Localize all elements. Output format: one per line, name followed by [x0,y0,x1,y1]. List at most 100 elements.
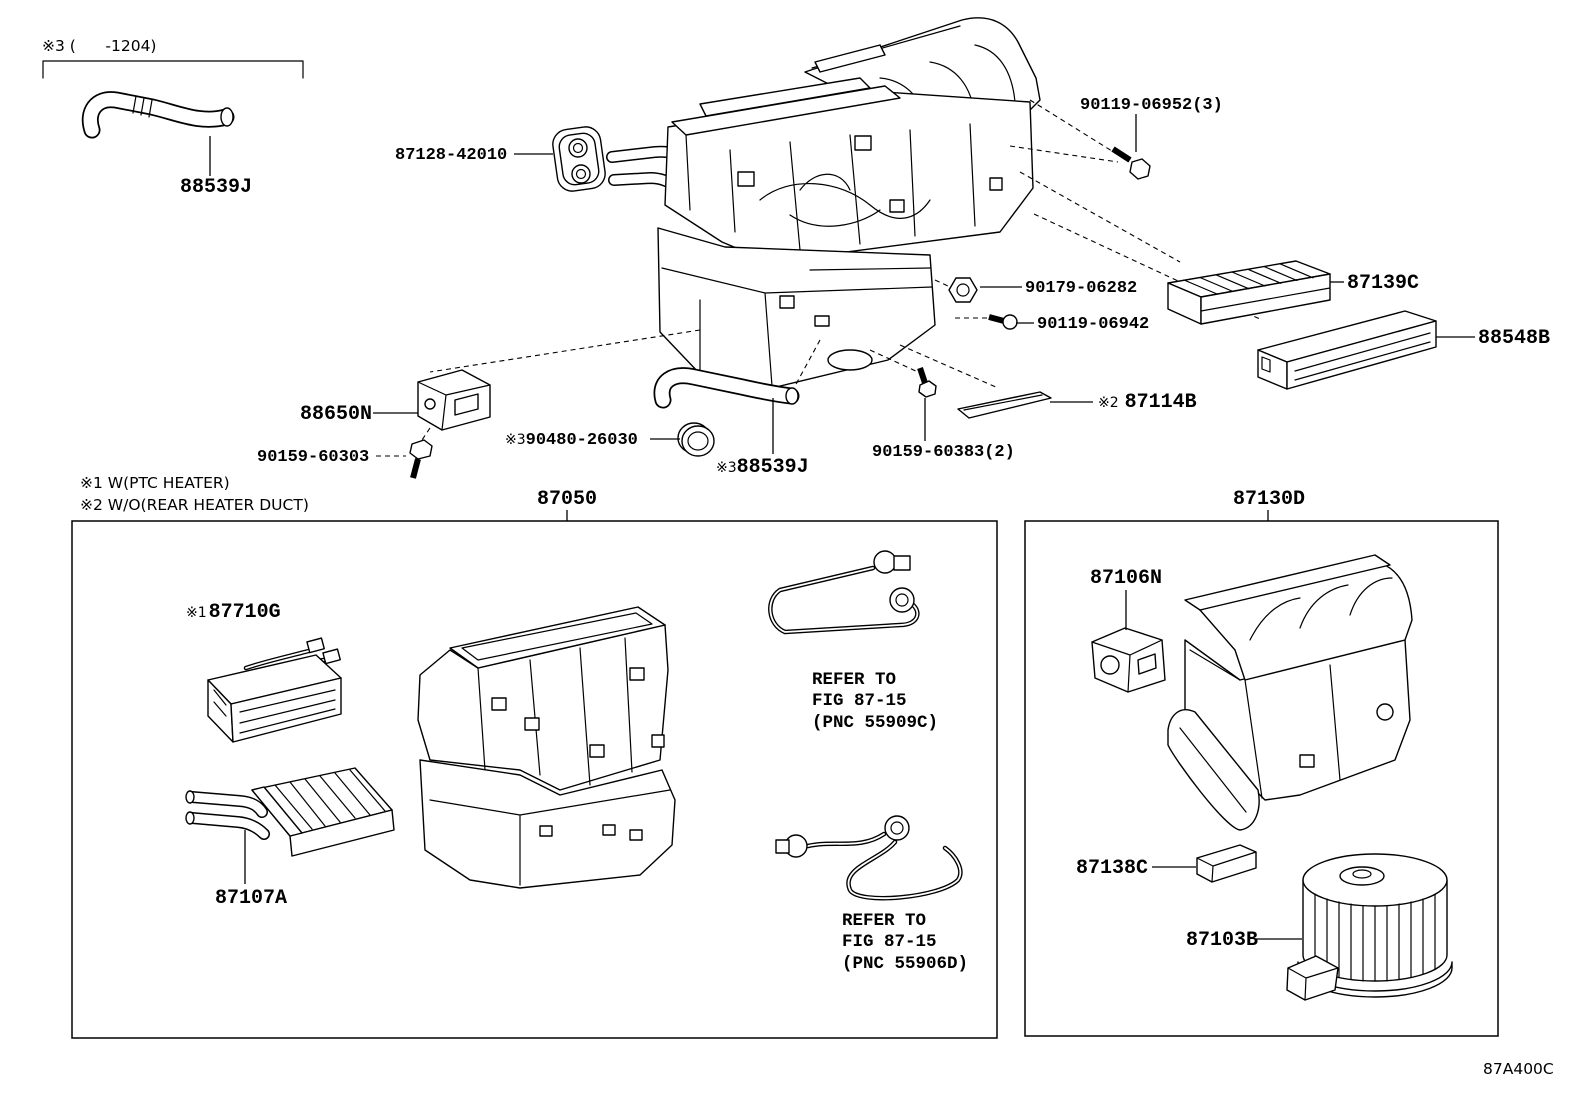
grommet-hole [687,431,709,451]
resistor-edges [1196,851,1257,883]
filter-pleats [1183,263,1331,312]
actuator-body [417,369,491,431]
lower-case [657,227,936,389]
actuator-edges [417,381,491,431]
ref-1-line-2: FIG 87-15 [812,691,907,711]
ref-2-line-3: (PNC 55906D) [842,954,968,974]
hose-end [220,107,234,127]
blower-case-detail [1189,577,1393,799]
marker-3: ※3 [505,432,526,448]
heater-core-87107a [185,767,395,857]
note-1: ※1 W(PTC HEATER) [80,474,230,492]
part-number: 87114B [1125,391,1197,414]
upper-bracket-4 [889,199,905,213]
servo-body [1091,627,1166,693]
ref-2-line-1: REFER TO [842,911,926,931]
actuator-connector [454,393,479,416]
drain-outlet [827,349,873,371]
upper-bracket-1 [737,171,755,187]
blower-case-duct-inner [1179,727,1247,813]
part-number: 88539J [737,456,809,479]
label-90119-06952: 90119-06952(3) [1080,96,1223,115]
case-top-frame [449,606,666,669]
screw-90159-60303 [409,439,433,479]
case-lower [419,759,676,889]
dash-screw-left [421,427,431,441]
hose-body [83,92,233,137]
fan-hub-center [1352,869,1372,879]
grommet-87128-42010 [552,126,606,192]
sensor-wire-b-outline [846,839,963,901]
lower-bracket-2 [814,315,830,327]
case-clip-2 [524,717,540,731]
motor-connector [1286,955,1339,1001]
servo-edges [1091,639,1163,693]
dash-nut [934,279,951,288]
sensor-harness-55909c [768,550,920,635]
case-clip-6 [539,825,553,837]
grommet-90480-26030 [677,422,715,457]
label-87106n: 87106N [1090,567,1162,590]
blower-resistor-87138c [1196,844,1257,883]
core-pipe-1-end [185,790,195,804]
upper-bracket-2 [854,135,872,151]
label-90159-60383: 90159-60383(2) [872,443,1015,462]
case-clip-8 [629,829,643,841]
hose-body [655,369,798,407]
blower-unit-box [1024,520,1499,1037]
grommet-hole-lower [571,164,591,184]
ref-1-line-3: (PNC 55909C) [812,713,938,733]
lower-bracket-1 [779,295,795,309]
dash-actuator [429,329,701,373]
nut-body [948,277,978,303]
heater-unit-box [71,520,998,1039]
ptc-heater-87710g [207,637,342,743]
label-88650n: 88650N [300,403,372,426]
motor-connector-edges [1287,967,1339,1001]
sensor-harness-55906d [775,815,963,901]
seal-body [957,391,1052,419]
marker-1: ※1 [186,605,207,621]
label-87107a: 87107A [215,887,287,910]
ptc-connector-1 [306,637,325,654]
upper-case-frame-top [699,77,871,117]
label-87138c: 87138C [1076,857,1148,880]
hose-end [785,387,799,405]
cover-detail [1261,332,1431,381]
heater-case [417,606,676,889]
sensor-connector-1 [893,555,911,571]
ptc-connector-2 [322,648,341,665]
grommet-hole-upper [568,138,588,158]
dash-bolt-2 [1009,145,1119,163]
core-fins [274,769,386,830]
case-clip-5 [651,734,665,748]
label-90179-06282: 90179-06282 [1025,279,1137,298]
label-87139c: 87139C [1347,272,1419,295]
label-87050: 87050 [537,488,597,511]
servo-gear [1100,655,1120,675]
sensor-head-2-inner [890,821,904,835]
seal-detail [963,394,1043,411]
filter-87139c [1167,260,1331,325]
ref-1-line-1: REFER TO [812,670,896,690]
hose-clamp [132,95,153,118]
screw-head [918,380,937,398]
label-88548b: 88548B [1478,327,1550,350]
filter-cover-88548b [1257,310,1437,390]
drawing-code: 87A400C [1483,1060,1554,1078]
duct-seal-87114b [957,391,1052,419]
upper-case [664,91,1034,263]
case-clip-3 [589,744,605,758]
sensor-wire-b [847,841,962,899]
label-90159-60303: 90159-60303 [257,448,369,467]
part-number: 90480-26030 [526,431,638,450]
label-90480-26030: ※390480-26030 [505,431,638,450]
screw-90159-60383 [917,367,937,398]
sensor-head-2 [884,815,910,841]
fan-blades [1314,893,1436,982]
fan-hub [1339,866,1385,886]
dash-duct-seal [899,344,999,389]
screw-shank [917,367,928,384]
